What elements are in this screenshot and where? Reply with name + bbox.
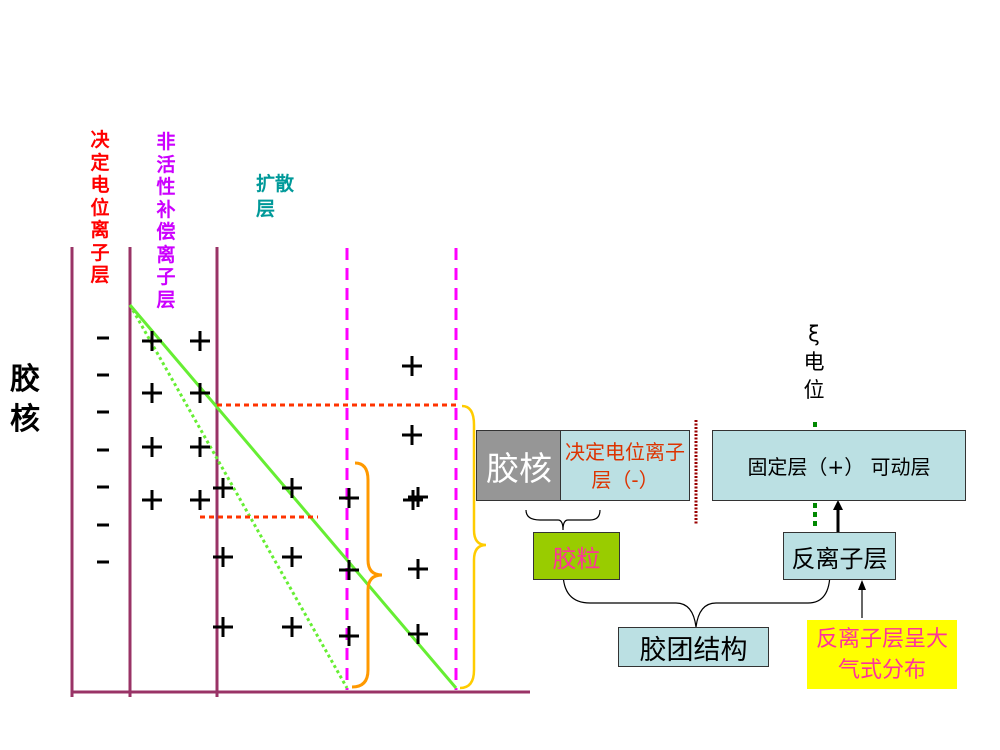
potential-curve-dotted-line [128, 304, 349, 689]
particle-box: 胶粒 [533, 532, 620, 580]
counter-ion-box: 反离子层 [783, 532, 896, 580]
core-label: 胶核 [10, 362, 40, 437]
yellow-brace-icon [459, 404, 487, 690]
potential-ion-box: 决定电位离子层（-） [560, 430, 690, 501]
orange-brace-icon [351, 461, 383, 689]
atmospheric-distribution-note: 反离子层呈大气式分布 [807, 620, 957, 689]
zeta-potential-label: ξ电位 [803, 322, 825, 402]
layer-boundaries [70, 247, 530, 697]
ion-signs [97, 331, 428, 646]
diffuse-layer-label: 扩散层 [256, 173, 295, 220]
small-brace-icon [525, 509, 601, 531]
arrow-up-icon [833, 500, 843, 510]
core-box: 胶核 [476, 430, 562, 501]
micelle-brace-icon [562, 571, 831, 628]
compensating-layer-label: 非活性补偿离子层 [156, 131, 176, 311]
thin-arrow-up-icon [858, 580, 866, 590]
fixed-mobile-layer-box: 固定层（+） 可动层 [712, 430, 966, 501]
micelle-structure-box: 胶团结构 [618, 627, 769, 667]
potential-layer-label: 决定电位离子层 [90, 129, 110, 286]
